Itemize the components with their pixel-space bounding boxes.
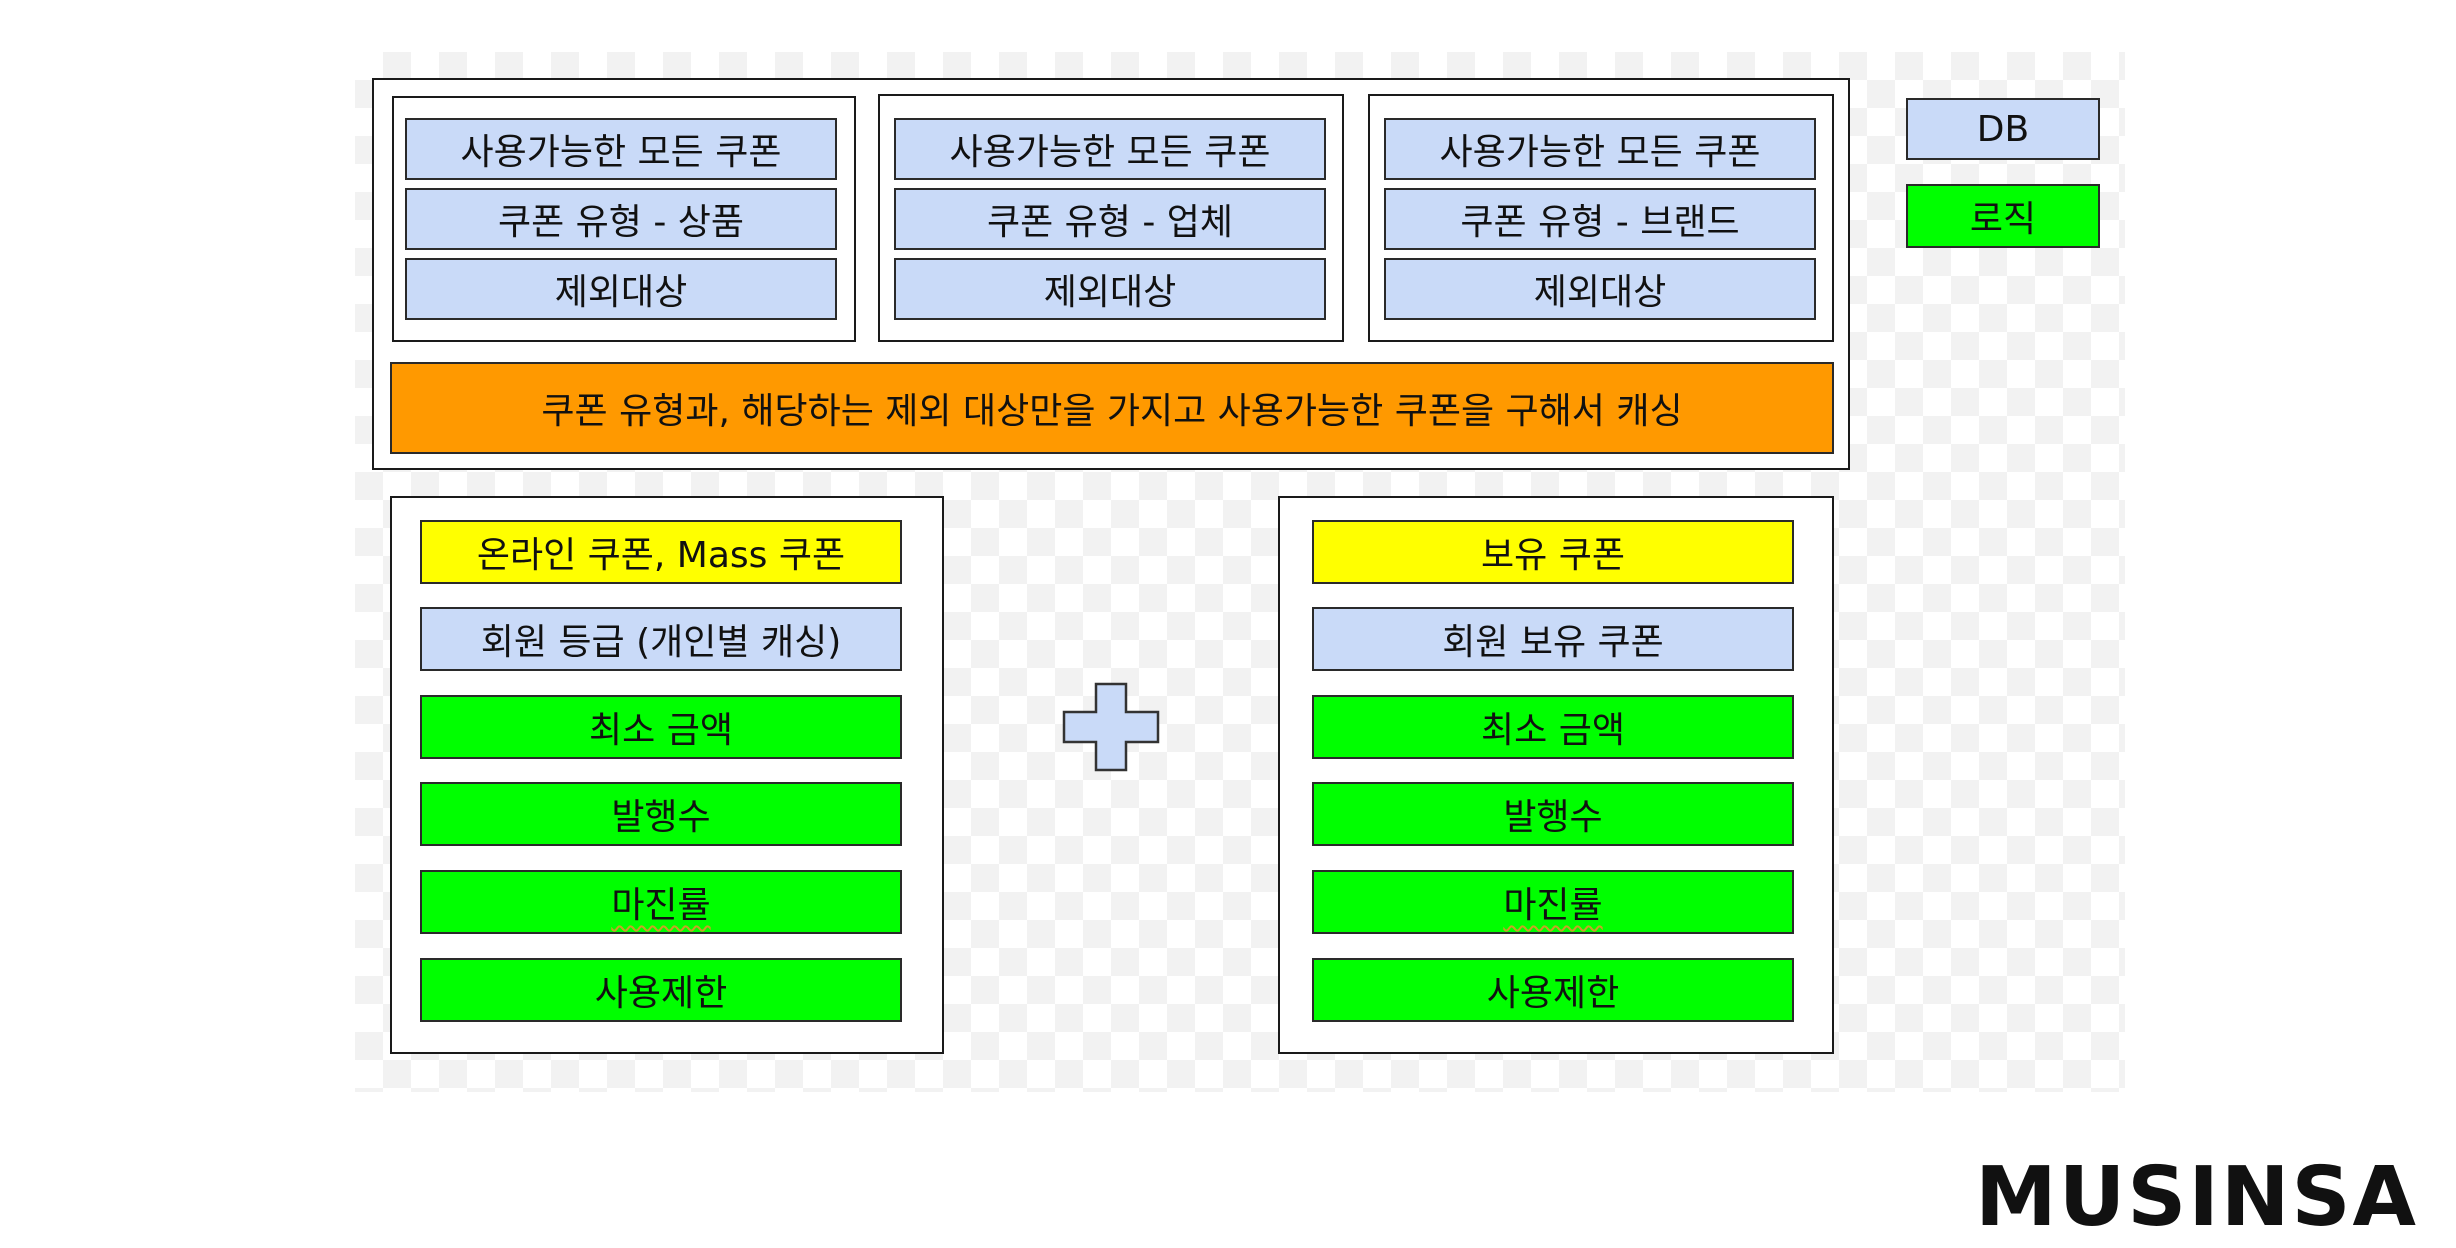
- margin-rate-box: 마진률: [420, 870, 902, 934]
- online-mass-coupon-box: 온라인 쿠폰, Mass 쿠폰: [420, 520, 902, 584]
- margin-rate-box: 마진률: [1312, 870, 1794, 934]
- issue-count-box: 발행수: [1312, 782, 1794, 846]
- issue-count-box: 발행수: [420, 782, 902, 846]
- exclusion-box: 제외대상: [894, 258, 1326, 320]
- caching-logic-bar: 쿠폰 유형과, 해당하는 제외 대상만을 가지고 사용가능한 쿠폰을 구해서 캐…: [390, 362, 1834, 454]
- member-owned-coupons-box: 회원 보유 쿠폰: [1312, 607, 1794, 671]
- margin-rate-label: 마진률: [1503, 885, 1603, 926]
- min-amount-box: 최소 금액: [1312, 695, 1794, 759]
- coupon-type-brand-box: 쿠폰 유형 - 브랜드: [1384, 188, 1816, 250]
- min-amount-box: 최소 금액: [420, 695, 902, 759]
- exclusion-box: 제외대상: [1384, 258, 1816, 320]
- available-coupons-box: 사용가능한 모든 쿠폰: [405, 118, 837, 180]
- coupon-type-product-box: 쿠폰 유형 - 상품: [405, 188, 837, 250]
- coupon-type-vendor-box: 쿠폰 유형 - 업체: [894, 188, 1326, 250]
- member-grade-box: 회원 등급 (개인별 캐싱): [420, 607, 902, 671]
- legend-db: DB: [1906, 98, 2100, 160]
- usage-limit-box: 사용제한: [1312, 958, 1794, 1022]
- owned-coupon-box: 보유 쿠폰: [1312, 520, 1794, 584]
- musinsa-logo: MUSINSA: [1975, 1150, 2418, 1245]
- exclusion-box: 제외대상: [405, 258, 837, 320]
- plus-icon: [1062, 682, 1160, 772]
- margin-rate-label: 마진률: [611, 885, 711, 926]
- legend-logic: 로직: [1906, 184, 2100, 248]
- usage-limit-box: 사용제한: [420, 958, 902, 1022]
- available-coupons-box: 사용가능한 모든 쿠폰: [1384, 118, 1816, 180]
- available-coupons-box: 사용가능한 모든 쿠폰: [894, 118, 1326, 180]
